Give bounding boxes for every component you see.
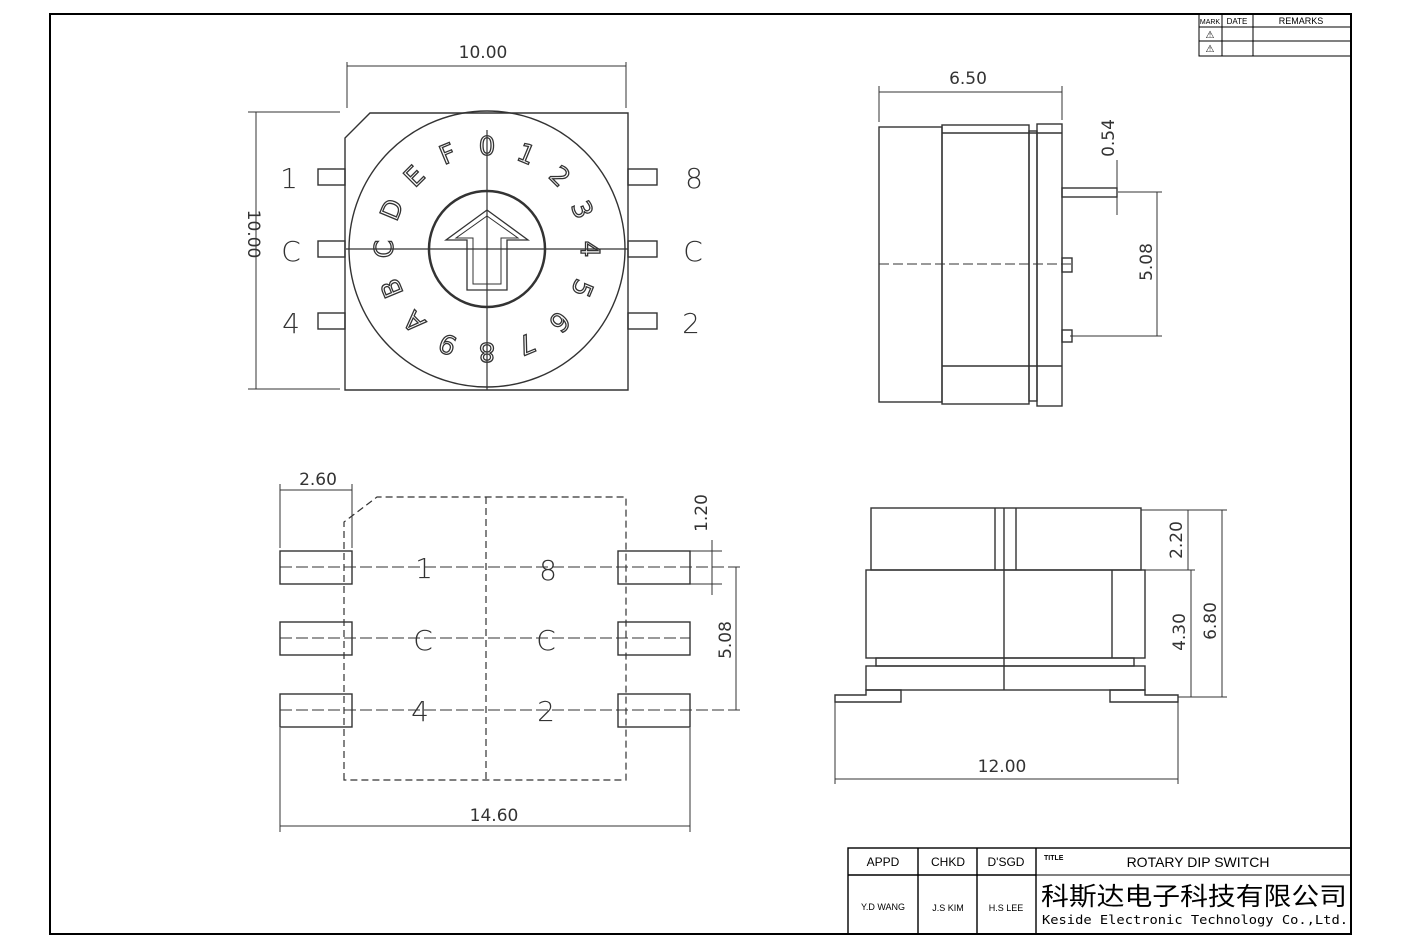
fp-label-c-right: C bbox=[536, 624, 556, 657]
rev-header-remarks: REMARKS bbox=[1279, 16, 1324, 26]
pin-label-left-c: C bbox=[281, 235, 301, 268]
revision-table bbox=[1198, 13, 1352, 57]
dial-char-c: C bbox=[370, 240, 400, 258]
dial-char-b: B bbox=[376, 274, 411, 302]
name-chkd: J.S KIM bbox=[932, 903, 964, 913]
sheet-border bbox=[49, 13, 1352, 935]
front-430-dim: 4.30 bbox=[1170, 613, 1190, 651]
fp-label-8: 8 bbox=[539, 554, 557, 587]
fp-label-1: 1 bbox=[415, 552, 433, 585]
front-body bbox=[865, 569, 1146, 659]
dial-char-0: 0 bbox=[479, 132, 496, 162]
front-view bbox=[834, 507, 1227, 784]
front-terminal-right bbox=[1109, 689, 1179, 703]
footprint-outline bbox=[343, 496, 627, 781]
dial-char-1: 1 bbox=[513, 138, 540, 172]
pin-right-8 bbox=[627, 168, 658, 186]
top-view bbox=[248, 62, 658, 391]
pin-label-right-8: 8 bbox=[685, 162, 703, 195]
pin-right-c bbox=[627, 240, 658, 258]
pin-left-c bbox=[317, 240, 346, 258]
dial-char-3: 3 bbox=[564, 197, 598, 224]
header-chkd: CHKD bbox=[931, 855, 965, 869]
name-appd: Y.D WANG bbox=[861, 902, 905, 912]
top-width-dim: 10.00 bbox=[459, 43, 508, 63]
drawing-title: ROTARY DIP SWITCH bbox=[1127, 854, 1270, 870]
front-220-dim: 2.20 bbox=[1167, 521, 1187, 559]
footprint-view bbox=[279, 484, 740, 832]
dial-char-e: E bbox=[398, 160, 431, 193]
pin-label-right-2: 2 bbox=[682, 307, 700, 340]
dial-char-7: 7 bbox=[513, 326, 540, 360]
side-terminal bbox=[1061, 187, 1118, 198]
dial-char-9: 9 bbox=[435, 326, 462, 360]
warning-icon: ⚠ bbox=[1206, 30, 1215, 41]
side-base bbox=[1036, 123, 1063, 407]
title-label: TITLE bbox=[1044, 855, 1064, 862]
fp-1460-dim: 14.60 bbox=[470, 806, 519, 826]
side-view bbox=[878, 86, 1162, 407]
side-508-dim: 5.08 bbox=[1137, 243, 1157, 281]
dial-char-f: F bbox=[435, 138, 460, 171]
front-680-dim: 6.80 bbox=[1201, 602, 1221, 640]
dial-char-4: 4 bbox=[574, 241, 604, 258]
front-knob bbox=[870, 507, 1142, 571]
warning-icon: ⚠ bbox=[1206, 44, 1215, 55]
fp-label-4: 4 bbox=[411, 695, 429, 728]
pin-label-left-4: 4 bbox=[282, 307, 300, 340]
name-dsgd: H.S LEE bbox=[989, 903, 1024, 913]
side-width-dim: 6.50 bbox=[949, 69, 987, 89]
front-1200-dim: 12.00 bbox=[978, 757, 1027, 777]
pin-right-2 bbox=[627, 312, 658, 330]
fp-508-dim: 5.08 bbox=[716, 621, 736, 659]
pin-left-4 bbox=[317, 312, 346, 330]
company-name-en: Keside Electronic Technology Co.,Ltd. bbox=[1042, 912, 1348, 927]
header-dsgd: D'SGD bbox=[988, 855, 1025, 869]
dial-char-8: 8 bbox=[479, 336, 496, 366]
fp-label-2: 2 bbox=[537, 695, 555, 728]
dial-char-5: 5 bbox=[564, 275, 598, 302]
front-terminal-left bbox=[834, 689, 902, 703]
title-block bbox=[847, 847, 1352, 935]
company-name-cn: 科斯达电子科技有限公司 bbox=[1041, 882, 1347, 911]
side-054-dim: 0.54 bbox=[1099, 119, 1119, 157]
dial-char-a: A bbox=[398, 304, 432, 338]
rev-header-mark: MARK bbox=[1200, 19, 1221, 26]
pin-label-right-c: C bbox=[683, 235, 703, 268]
top-height-dim: 10.00 bbox=[243, 210, 263, 259]
fp-label-c-left: C bbox=[413, 624, 433, 657]
pin-left-1 bbox=[317, 168, 346, 186]
dial-char-6: 6 bbox=[543, 305, 576, 338]
front-base bbox=[865, 665, 1146, 691]
header-appd: APPD bbox=[867, 855, 900, 869]
dial-char-2: 2 bbox=[543, 160, 576, 193]
pin-label-left-1: 1 bbox=[280, 162, 298, 195]
dial-char-d: D bbox=[375, 195, 410, 225]
fp-120-dim: 1.20 bbox=[692, 494, 712, 532]
fp-260-dim: 2.60 bbox=[299, 470, 337, 490]
rev-header-date: DATE bbox=[1227, 17, 1248, 26]
